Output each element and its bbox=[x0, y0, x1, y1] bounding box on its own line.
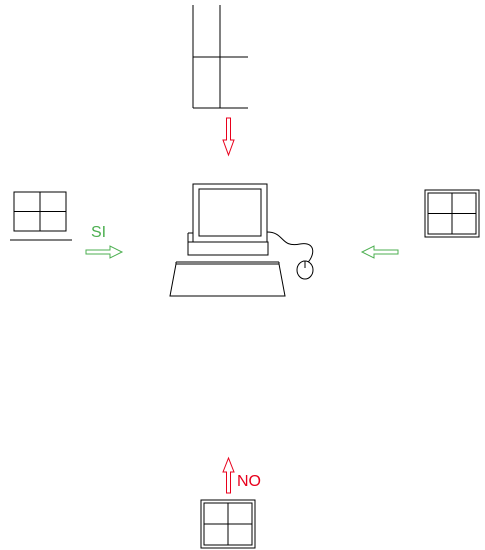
bottom-window-icon bbox=[200, 499, 256, 549]
no-label: NO bbox=[237, 473, 261, 490]
right-window-icon bbox=[424, 189, 480, 238]
arrow-up-icon bbox=[222, 456, 235, 494]
yes-label: SI bbox=[91, 224, 107, 241]
top-window-icon bbox=[192, 5, 248, 109]
arrow-down-icon bbox=[222, 117, 235, 157]
computer-icon bbox=[169, 183, 314, 297]
arrow-left-icon bbox=[360, 245, 399, 259]
left-window-icon bbox=[10, 191, 72, 241]
arrow-right-icon bbox=[85, 245, 124, 259]
